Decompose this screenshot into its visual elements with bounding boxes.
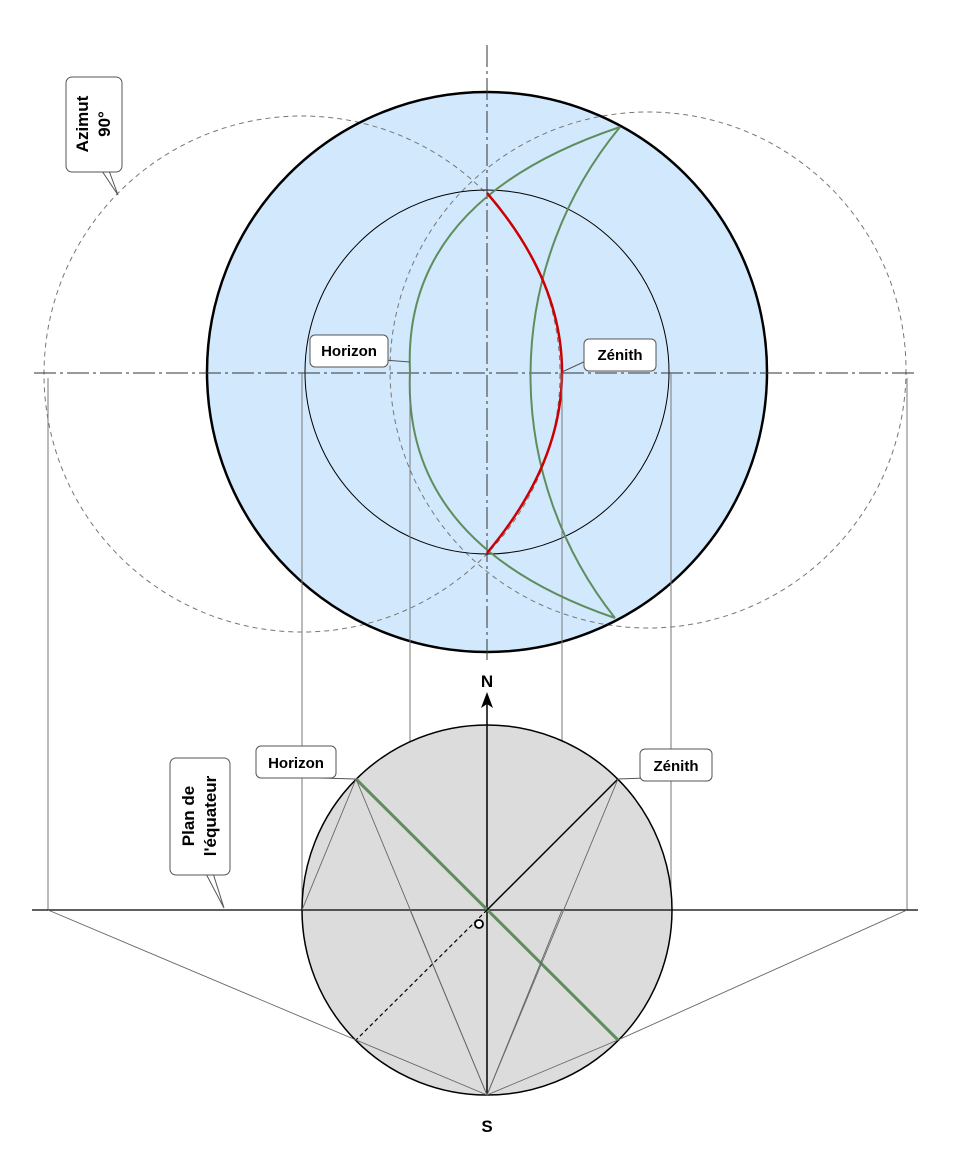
construction-lines-from-south: [301, 778, 619, 1096]
north-arrow-icon: [481, 692, 493, 708]
horizon-great-circle-left: [408, 126, 621, 619]
horizon-great-circle: [529, 126, 621, 619]
outer-construction-lines: [47, 909, 908, 1041]
plan-line1: Plan de: [179, 786, 198, 846]
origin-marker: [474, 919, 484, 929]
callout-azimut: Azimut 90°: [65, 76, 123, 196]
callout-zenith-top-text: Zénith: [598, 347, 643, 364]
callout-horizon-bottom-text: Horizon: [268, 755, 324, 772]
callout-plan-equateur: Plan de l'équateur: [169, 757, 231, 909]
azimut-line1: Azimut: [73, 95, 92, 152]
callout-zenith-bottom-text: Zénith: [654, 758, 699, 775]
callout-horizon-bottom: Horizon: [255, 745, 357, 780]
callout-zenith-bottom: Zénith: [617, 748, 713, 782]
zenith-radius: [486, 778, 619, 911]
callout-horizon-top-text: Horizon: [321, 343, 377, 360]
projection-lines: [47, 373, 908, 910]
plan-line2: l'équateur: [201, 775, 220, 856]
callout-zenith-top: Zénith: [561, 338, 657, 373]
azimut-line2: 90°: [95, 111, 114, 137]
south-label: S: [481, 1117, 492, 1136]
dashed-radius: [355, 909, 488, 1041]
callout-horizon-top: Horizon: [309, 334, 411, 368]
north-label: N: [481, 672, 493, 691]
